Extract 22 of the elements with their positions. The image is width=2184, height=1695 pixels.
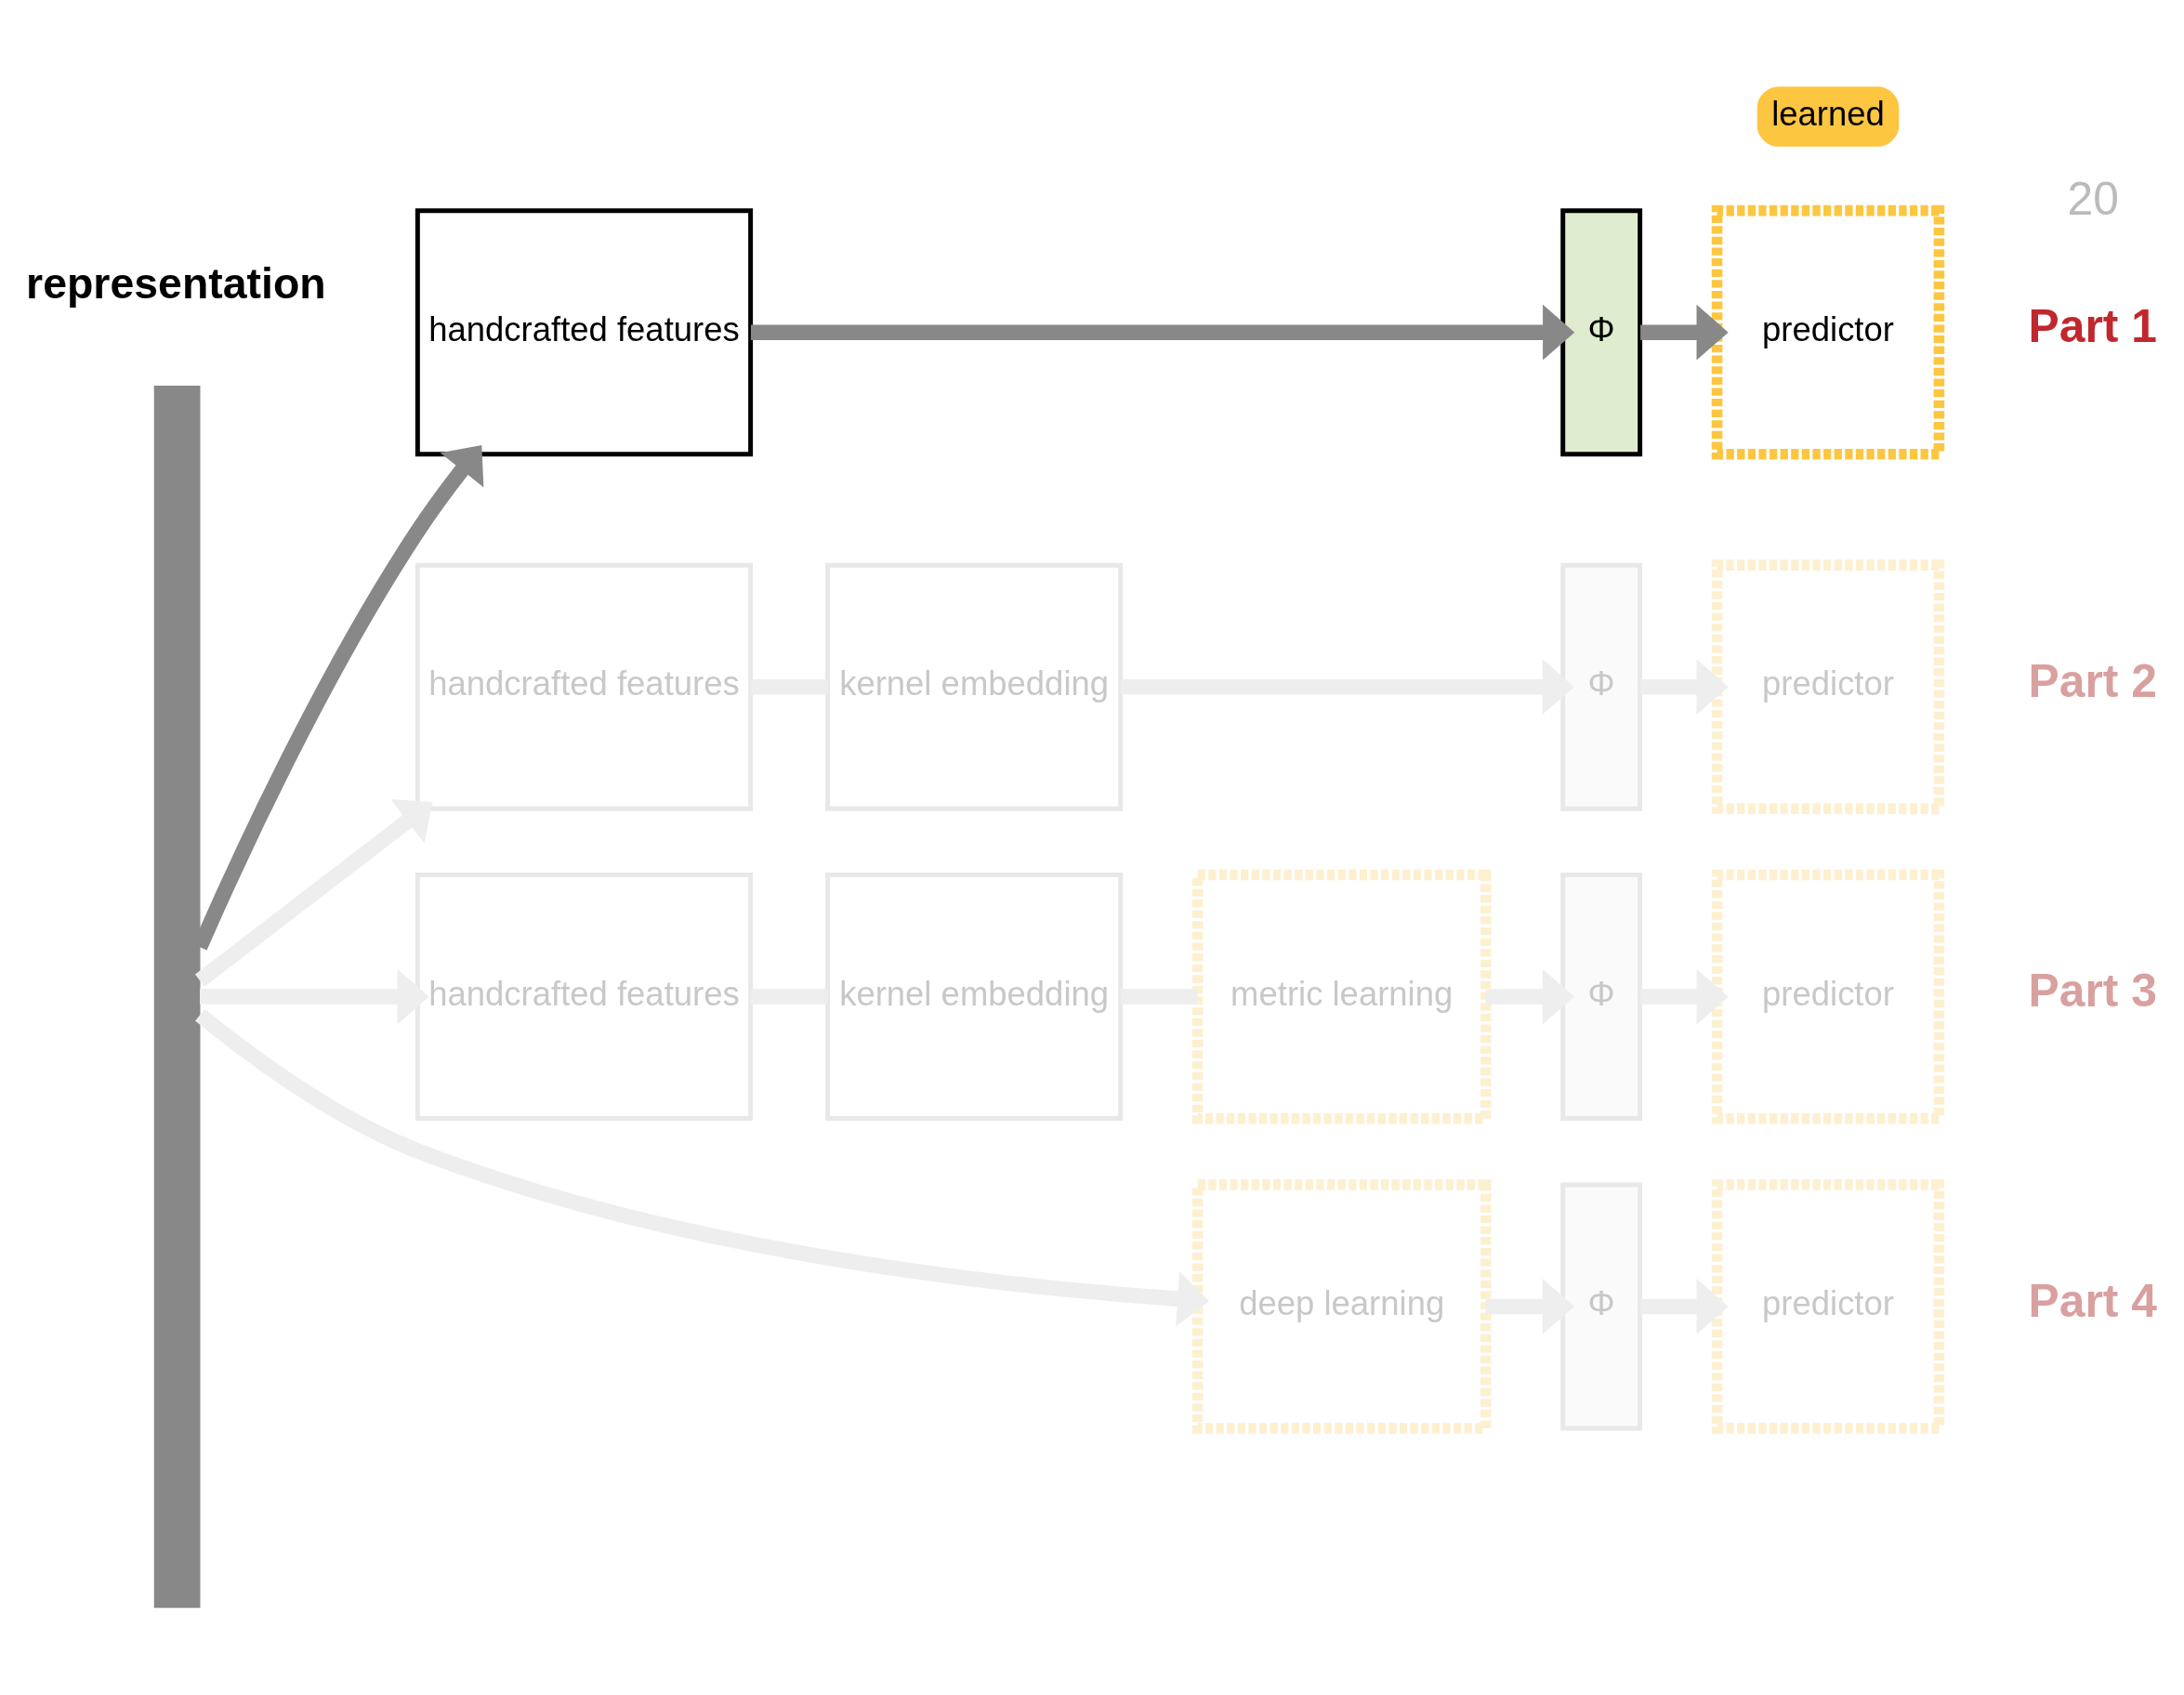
label: Part 2 [2028,654,2157,707]
arrow [200,968,429,1024]
arrow [1640,304,1729,361]
arrow [1485,968,1574,1024]
connector [1120,988,1198,1005]
label: Part 4 [2028,1274,2157,1327]
arrow [750,304,1575,361]
arrow [195,1008,1210,1327]
label: Part 1 [2028,299,2157,352]
node-box: Φ [1560,207,1643,456]
node-bar [153,385,201,1608]
label: representation [26,258,326,308]
label: Part 3 [2028,964,2157,1017]
arrow [194,798,433,987]
legend-label: learned [1771,94,1885,133]
arrow [1485,1278,1574,1334]
node-box: handcrafted features [414,207,754,456]
arrow [1640,968,1729,1024]
arrow [1640,1278,1729,1334]
node-box: predictor [1711,204,1945,460]
label: 20 [2067,172,2119,225]
arrow [1640,658,1729,715]
